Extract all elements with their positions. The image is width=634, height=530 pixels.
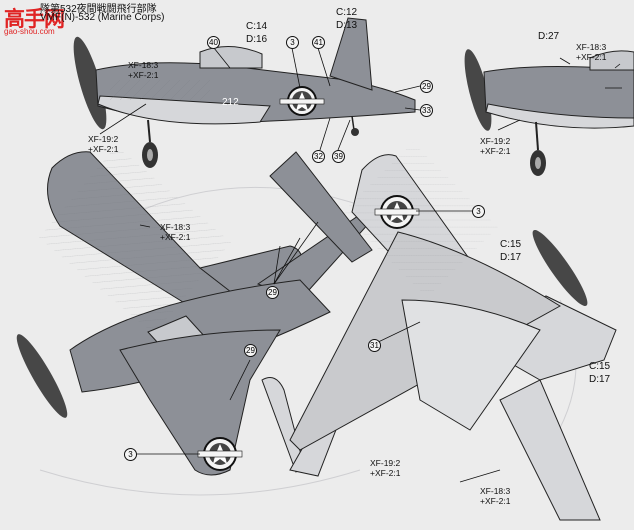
callout-29-wing: 29 [244, 344, 257, 357]
fuselage-code: 212 [222, 97, 239, 108]
callout-29: 29 [420, 80, 433, 93]
callout-3-topview: 3 [124, 448, 137, 461]
side-view-partial-aircraft [464, 49, 634, 176]
paint-note-top-side: XF-18:3 +XF-2:1 [128, 60, 159, 80]
callout-3-underside: 3 [472, 205, 485, 218]
decal-ref-tail-top: C:12 D:13 [336, 7, 358, 31]
paint-note-top-wing: XF-18:3 +XF-2:1 [160, 222, 191, 242]
squadron-title: 隊第532夜間戦闘飛行部隊 [40, 4, 157, 15]
watermark-logo: 高手网 [4, 8, 65, 31]
side-view-aircraft [73, 17, 416, 168]
paint-note-gear-left: XF-19:2 +XF-2:1 [88, 134, 119, 154]
paint-note-bottom-right: XF-18:3 +XF-2:1 [480, 486, 511, 506]
decal-ref-side-view: C:14 D:16 [246, 21, 268, 45]
callout-3: 3 [286, 36, 299, 49]
squadron-subtitle: VMF(N)-532 (Marine Corps) [40, 12, 165, 23]
callout-41: 41 [312, 36, 325, 49]
callout-32: 32 [312, 150, 325, 163]
top-view-aircraft [16, 145, 373, 476]
decal-ref-underside-upper: C:15 D:17 [500, 239, 522, 263]
callout-31: 31 [368, 339, 381, 352]
callout-33: 33 [420, 104, 433, 117]
callout-40: 40 [207, 36, 220, 49]
callout-39: 39 [332, 150, 345, 163]
decal-ref-underside-lower: C:15 D:17 [589, 361, 611, 385]
paint-note-bottom-mid: XF-19:2 +XF-2:1 [370, 458, 401, 478]
callout-leader-lines [99, 47, 622, 483]
paint-note-gear-right: XF-19:2 +XF-2:1 [480, 136, 511, 156]
decal-ref-right-side: D:27 [538, 31, 560, 42]
watermark-url: gao-shou.com [4, 27, 55, 36]
underside-view-aircraft [289, 142, 617, 521]
paint-note-right-upper: XF-18:3 +XF-2:1 [576, 42, 607, 62]
callout-29-tail: 29 [266, 286, 279, 299]
